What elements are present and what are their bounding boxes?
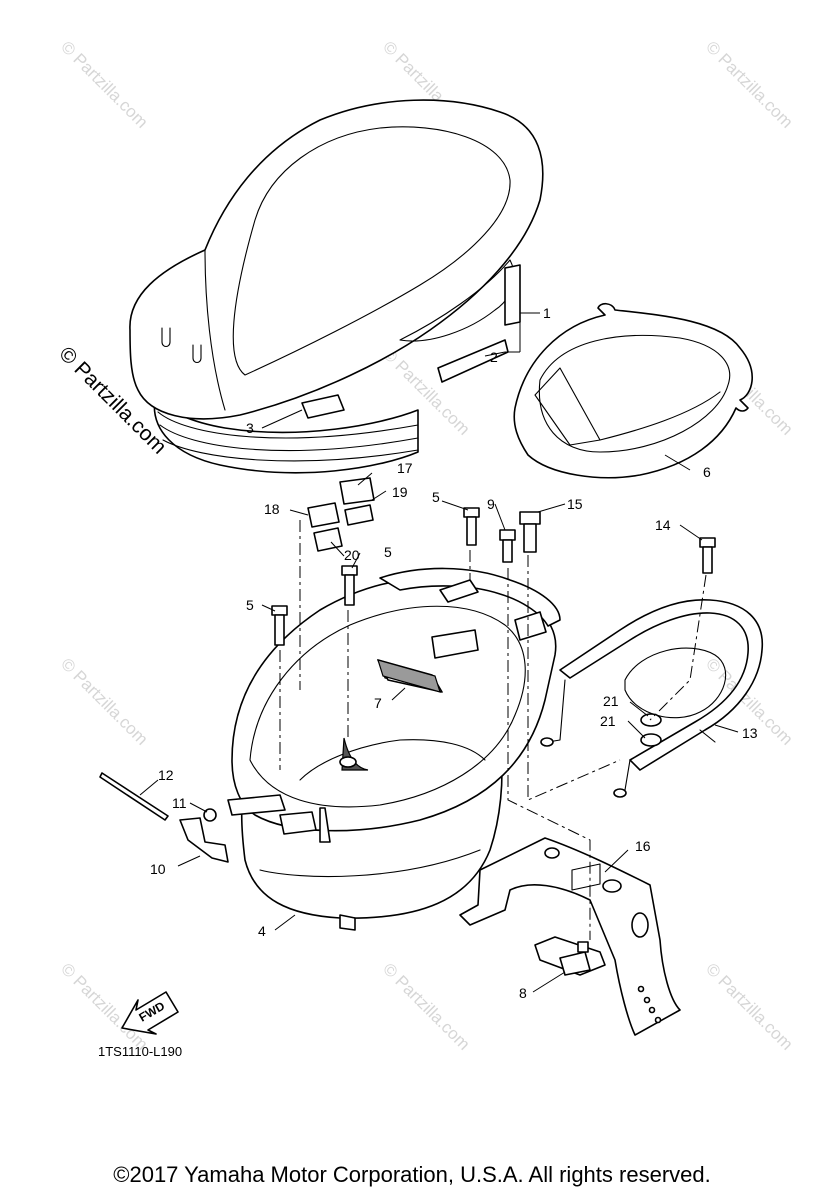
- bolt-5-right: [463, 507, 480, 546]
- callout-20: 20: [344, 547, 360, 563]
- seat-liner: [513, 302, 753, 479]
- bolts: [271, 507, 716, 646]
- callout-5-top-right: 5: [432, 489, 440, 505]
- callout-21-lower: 21: [600, 713, 616, 729]
- callout-18: 18: [264, 501, 280, 517]
- bolt-9: [499, 529, 516, 563]
- callout-19: 19: [392, 484, 408, 500]
- callout-11: 11: [172, 795, 187, 811]
- callout-6: 6: [703, 464, 711, 480]
- assembly-lines: [279, 520, 707, 940]
- callout-8: 8: [519, 985, 527, 1001]
- callout-10: 10: [150, 861, 166, 877]
- callout-21-upper: 21: [603, 693, 619, 709]
- callout-4: 4: [258, 923, 266, 939]
- callout-1: 1: [543, 305, 551, 321]
- carrier: [540, 599, 764, 798]
- callouts: 1 2 3 4 5 5 5 6 7 8 9 10 11 12 13 14 15 …: [150, 305, 758, 1001]
- watermark: © Partzilla.com: [57, 654, 151, 748]
- bracket: [459, 837, 681, 1036]
- bolt-5-middle: [341, 565, 358, 606]
- callout-3: 3: [246, 420, 254, 436]
- watermark: © Partzilla.com: [379, 959, 473, 1053]
- caution-labels: [307, 477, 375, 552]
- watermark: © Partzilla.com: [702, 959, 796, 1053]
- copyright-notice: ©2017 Yamaha Motor Corporation, U.S.A. A…: [113, 1162, 711, 1187]
- callout-9: 9: [487, 496, 495, 512]
- callout-14: 14: [655, 517, 671, 533]
- callout-5-middle: 5: [384, 544, 392, 560]
- seat: [129, 99, 544, 474]
- figure-code: 1TS1110-L190: [98, 1044, 182, 1059]
- callout-2: 2: [490, 349, 498, 365]
- callout-13: 13: [742, 725, 758, 741]
- seat-switch: [534, 936, 606, 976]
- callout-16: 16: [635, 838, 651, 854]
- callout-5-left: 5: [246, 597, 254, 613]
- bolt-5-left: [271, 605, 288, 646]
- watermark: © Partzilla.com: [57, 37, 151, 131]
- callout-12: 12: [158, 767, 174, 783]
- fwd-arrow: FWD: [121, 991, 179, 1035]
- watermark: © Partzilla.com: [702, 37, 796, 131]
- bolt-15: [519, 511, 541, 553]
- callout-17: 17: [397, 460, 413, 476]
- hinge-parts: [99, 772, 229, 863]
- bolt-14: [699, 537, 716, 574]
- helmet-box: [227, 567, 561, 931]
- leader-lines: [139, 271, 739, 993]
- callout-7: 7: [374, 695, 382, 711]
- sponge: [377, 659, 441, 693]
- callout-15: 15: [567, 496, 583, 512]
